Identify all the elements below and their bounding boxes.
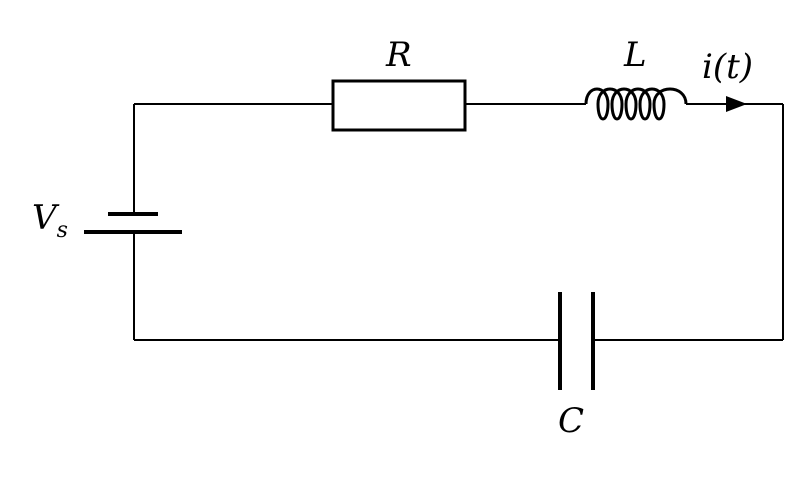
inductor-label: L xyxy=(624,35,647,75)
current-arrow-icon xyxy=(726,96,747,112)
resistor-label: R xyxy=(386,35,412,75)
source-label: Vs xyxy=(32,198,68,242)
source-label-subscript: s xyxy=(56,218,68,243)
current-label: i(t) xyxy=(702,47,754,87)
inductor-symbol xyxy=(584,87,688,121)
capacitor-label: C xyxy=(558,401,585,441)
source-label-main: V xyxy=(32,198,57,238)
resistor-symbol xyxy=(331,79,467,132)
